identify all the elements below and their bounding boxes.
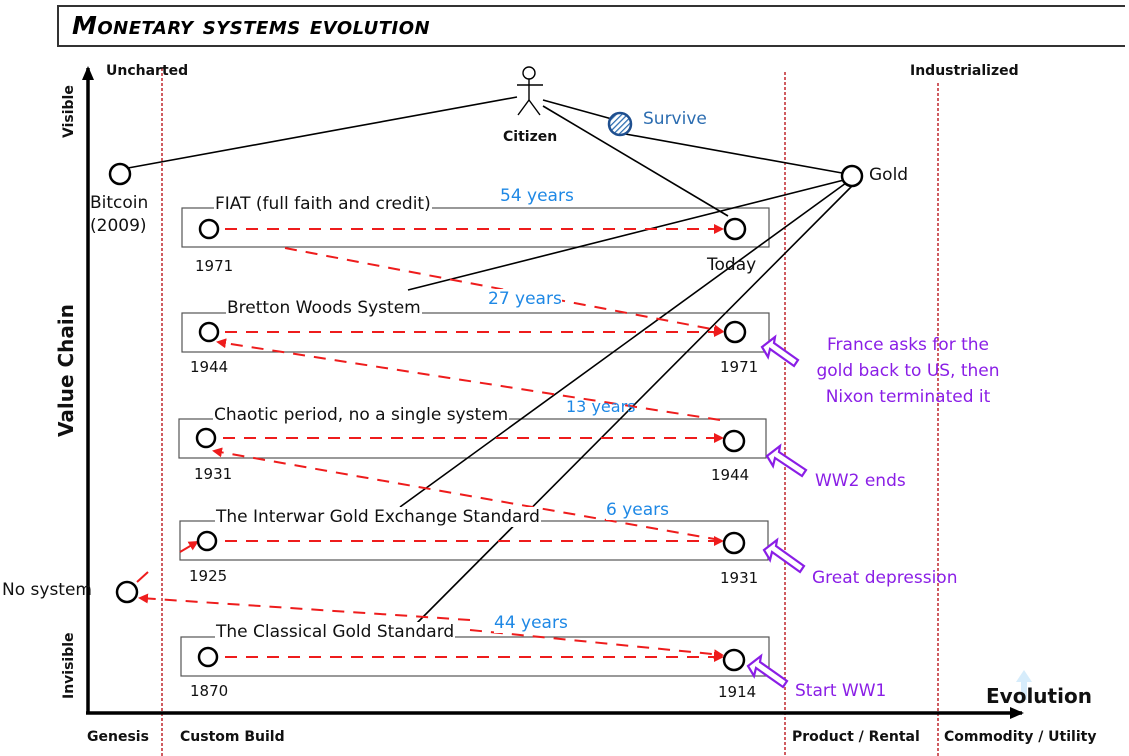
box-fiat: [181, 207, 770, 248]
system-end-year: 1971: [720, 358, 759, 376]
system-boxes: [178, 207, 770, 677]
node-gold: [840, 164, 864, 188]
y-axis-invisible-label: Invisible: [61, 632, 77, 699]
flow-no-system-up: [136, 571, 149, 583]
node-interwar-start: [196, 530, 218, 552]
system-end-year: 1944: [711, 466, 750, 484]
annotation-line: gold back to US, then: [816, 361, 1000, 381]
node-chaotic-start: [195, 427, 217, 449]
node-bretton-end: [723, 320, 747, 344]
system-name: The Interwar Gold Exchange Standard: [215, 507, 541, 527]
node-fiat-today: [723, 217, 747, 241]
citizen-label: Citizen: [503, 129, 558, 145]
flow-1931-link: [212, 447, 721, 541]
bitcoin-label: Bitcoin: [90, 193, 149, 213]
system-name: FIAT (full faith and credit): [214, 194, 432, 214]
arrow-1914-icon: [746, 653, 789, 689]
system-end-year: Today: [707, 255, 757, 275]
system-start-year: 1971: [195, 257, 234, 275]
arrow-1944-icon: [765, 443, 808, 478]
bitcoin-year-label: (2009): [90, 216, 147, 236]
stage-genesis: Genesis: [87, 729, 149, 745]
node-interwar-end: [722, 531, 746, 555]
system-start-year: 1931: [194, 465, 233, 483]
system-duration: 27 years: [488, 289, 562, 309]
title-frame: [57, 5, 1125, 47]
node-bitcoin: [108, 162, 132, 186]
stage-uncharted: Uncharted: [106, 63, 189, 79]
system-duration: 6 years: [606, 500, 670, 520]
link-gold-bretton: [407, 179, 845, 291]
system-end-year: 1931: [720, 569, 759, 587]
system-name: Bretton Woods System: [226, 298, 422, 318]
stage-product-rental: Product / Rental: [792, 729, 920, 745]
box-bretton-woods: [181, 312, 770, 353]
arrow-1971-icon: [760, 334, 800, 368]
box-classical: [180, 636, 770, 677]
flow-to-no-system: [138, 593, 471, 621]
evolution-flows: [138, 224, 724, 662]
x-axis-title: Evolution: [986, 684, 1092, 708]
flow-to-1925: [179, 540, 199, 553]
map-title: Monetary systems evolution: [72, 11, 431, 40]
link-survive-gold: [619, 132, 843, 174]
stage-custom-build: Custom Build: [180, 729, 285, 745]
node-classical-start: [197, 646, 219, 668]
faint-arrow-icon: [1016, 670, 1032, 700]
annotation-line: Nixon terminated it: [825, 387, 991, 407]
system-start-year: 1925: [189, 567, 228, 585]
annotation-line: France asks for the: [827, 335, 989, 355]
annotation-line: Start WW1: [795, 681, 887, 701]
component-nodes: [108, 162, 864, 672]
link-citizen-bitcoin: [127, 96, 518, 169]
system-duration: 44 years: [494, 613, 568, 633]
arrow-1931-icon: [762, 537, 806, 574]
system-start-year: 1944: [190, 358, 229, 376]
node-fiat-start: [198, 218, 220, 240]
annotation-ww2: WW2 ends: [815, 468, 906, 494]
stage-dividers: [161, 68, 939, 756]
system-duration: 54 years: [500, 186, 574, 206]
node-no-system: [115, 580, 139, 604]
annotation-line: WW2 ends: [815, 471, 906, 491]
flow-1914-link: [469, 629, 724, 660]
node-chaotic-end: [722, 429, 746, 453]
annotation-arrows: [746, 334, 808, 689]
node-bretton-start: [198, 321, 220, 343]
system-duration: 13 years: [566, 397, 636, 416]
node-classical-end: [722, 648, 746, 672]
flow-1971-link: [284, 247, 724, 335]
system-end-year: 1914: [718, 683, 757, 701]
stage-industrialized: Industrialized: [910, 63, 1019, 79]
annotation-nixon: France asks for the gold back to US, the…: [800, 332, 1016, 410]
system-name: Chaotic period, no a single system: [213, 405, 510, 425]
flow-1944-link: [216, 338, 721, 421]
y-axis-title: Value Chain: [54, 303, 78, 437]
survive-label: Survive: [643, 109, 707, 129]
annotation-line: Great depression: [812, 568, 958, 588]
y-axis-visible-label: Visible: [61, 85, 77, 138]
annotation-great-depression: Great depression: [812, 565, 957, 591]
annotation-ww1: Start WW1: [795, 678, 886, 704]
citizen-user-icon: [517, 66, 543, 116]
link-gold-interwar: [399, 182, 847, 508]
system-start-year: 1870: [190, 682, 229, 700]
link-citizen-today: [542, 105, 729, 217]
node-survive: [607, 111, 633, 137]
link-citizen-survive: [542, 99, 613, 120]
no-system-label: No system: [2, 580, 92, 600]
gold-label: Gold: [869, 165, 909, 185]
stage-commodity-utility: Commodity / Utility: [944, 729, 1097, 745]
system-name: The Classical Gold Standard: [215, 622, 456, 642]
